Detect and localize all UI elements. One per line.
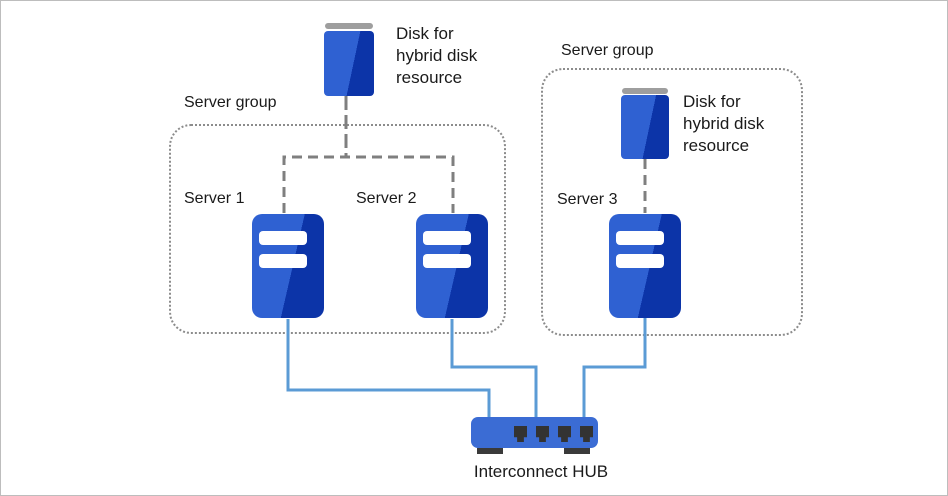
hub-foot xyxy=(564,448,590,454)
server1-label: Server 1 xyxy=(184,190,245,207)
server-icon xyxy=(609,214,681,318)
hub-foot xyxy=(477,448,503,454)
disk-icon xyxy=(325,23,373,29)
disk-top-label: Disk for hybrid disk resource xyxy=(396,24,478,87)
server-slot xyxy=(616,231,664,245)
server-slot xyxy=(423,231,471,245)
hub-label: Interconnect HUB xyxy=(473,462,609,481)
hub-port-icon xyxy=(580,426,593,442)
connector-server2-hub xyxy=(450,319,538,418)
server3-label: Server 3 xyxy=(557,191,618,208)
disk-icon xyxy=(621,95,669,159)
connector-server3-hub xyxy=(582,318,647,418)
server2-label: Server 2 xyxy=(356,190,417,207)
server-slot xyxy=(616,254,664,268)
server-slot xyxy=(259,231,307,245)
server-group-right-frame xyxy=(541,68,803,336)
disk-right-label: Disk for hybrid disk resource xyxy=(683,92,765,155)
server-group-left-frame xyxy=(169,124,506,334)
hub-port-icon xyxy=(558,426,571,442)
connector-server1-hub xyxy=(286,319,491,418)
server-slot xyxy=(423,254,471,268)
hub-port-icon xyxy=(536,426,549,442)
server-icon xyxy=(416,214,488,318)
server-group-right-label: Server group xyxy=(561,42,654,59)
hub-port-icon xyxy=(514,426,527,442)
hub-icon xyxy=(471,417,598,448)
server-icon xyxy=(252,214,324,318)
server-slot xyxy=(259,254,307,268)
server-group-left-label: Server group xyxy=(184,94,277,111)
disk-icon xyxy=(622,88,668,94)
disk-icon xyxy=(324,31,374,96)
